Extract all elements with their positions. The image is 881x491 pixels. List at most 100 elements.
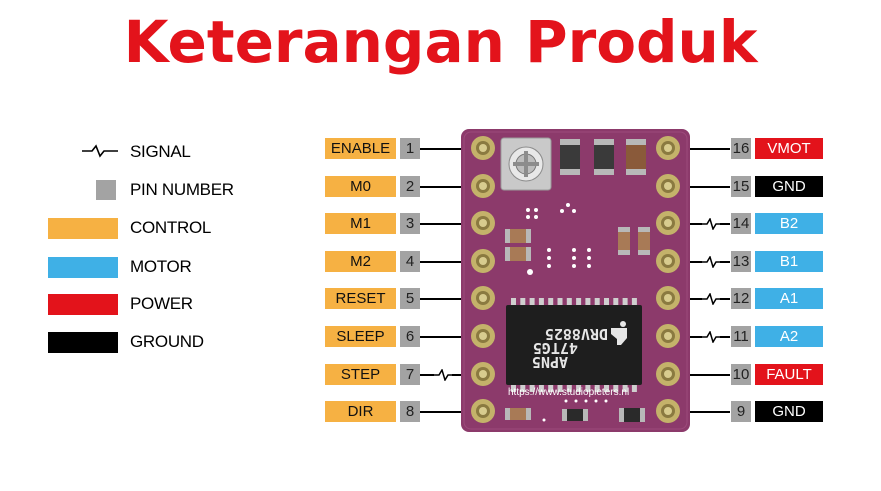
signal-icon: [702, 218, 720, 230]
ti-logo-icon: [611, 321, 627, 345]
legend-label-signal: SIGNAL: [130, 142, 191, 161]
chip-leg: [631, 385, 637, 392]
chip-leg: [566, 298, 572, 305]
pin-lead-line: [420, 374, 434, 376]
board-pad: [656, 362, 680, 386]
legend-label-ground: GROUND: [130, 332, 204, 351]
bottom-components: [505, 399, 645, 422]
pin-number: 1: [400, 138, 420, 159]
drv8825-chip: DRV8825 47TG5 APN5: [506, 305, 642, 385]
pin-lead-line: [420, 261, 472, 263]
board-pad: [471, 211, 495, 235]
chip-leg: [548, 298, 554, 305]
pin-label-step: STEP: [325, 364, 396, 385]
chip-leg: [520, 298, 526, 305]
pin-lead-line: [720, 261, 730, 263]
pin-lead-line: [720, 298, 730, 300]
board-pad: [656, 324, 680, 348]
pin-label-sleep: SLEEP: [325, 326, 396, 347]
pin-lead-line: [420, 336, 472, 338]
chip-leg: [538, 385, 544, 392]
board-url: https://www.studiopieters.nl: [508, 387, 629, 398]
signal-icon: [702, 256, 720, 268]
pin-lead-line: [680, 374, 730, 376]
vias: [526, 203, 591, 275]
chip-leg: [529, 298, 535, 305]
pin-label-reset: RESET: [325, 288, 396, 309]
signal-icon: [434, 369, 452, 381]
board-pad: [656, 399, 680, 423]
board-pad: [471, 136, 495, 160]
chip-leg: [548, 385, 554, 392]
chip-leg: [520, 385, 526, 392]
page-title: Keterangan Produk: [123, 8, 758, 76]
legend-label-power: POWER: [130, 294, 193, 313]
pin-number: 4: [400, 251, 420, 272]
chip-leg: [622, 385, 628, 392]
pin-label-vmot: VMOT: [755, 138, 823, 159]
chip-leg: [594, 385, 600, 392]
pin-label-a1: A1: [755, 288, 823, 309]
pin-lead-line: [720, 336, 730, 338]
pin-lead-line: [680, 411, 730, 413]
chip-leg: [529, 385, 535, 392]
legend-swatch-pin-number: [96, 180, 116, 200]
chip-leg: [613, 385, 619, 392]
mid-resistors: [505, 227, 650, 261]
pin-label-b2: B2: [755, 213, 823, 234]
chip-leg: [622, 298, 628, 305]
pin-lead-line: [420, 298, 472, 300]
pin-label-gnd: GND: [755, 401, 823, 422]
pin-label-dir: DIR: [325, 401, 396, 422]
potentiometer: [500, 137, 552, 191]
pin-number: 8: [400, 401, 420, 422]
pin-number: 16: [731, 138, 751, 159]
legend-label-motor: MOTOR: [130, 257, 192, 276]
pin-number: 9: [731, 401, 751, 422]
chip-text-line3: APN5: [532, 353, 568, 371]
chip-leg: [604, 385, 609, 392]
board-pad: [656, 249, 680, 273]
signal-icon: [82, 144, 118, 158]
pin-lead-line: [420, 223, 472, 225]
left-pads: [471, 136, 495, 423]
pin-number: 12: [731, 288, 751, 309]
board-pad: [471, 249, 495, 273]
pin-number: 3: [400, 213, 420, 234]
pin-number: 10: [731, 364, 751, 385]
board-pad: [471, 362, 495, 386]
pin-label-m1: M1: [325, 213, 396, 234]
pin-lead-line: [680, 336, 702, 338]
chip-leg: [613, 298, 619, 305]
legend-swatch-motor: [48, 257, 118, 278]
pin-label-m2: M2: [325, 251, 396, 272]
pin-lead-line: [420, 411, 472, 413]
board-pad: [471, 324, 495, 348]
pin-lead-line: [680, 261, 702, 263]
pin-lead-line: [680, 298, 702, 300]
chip-leg: [576, 298, 582, 305]
pin-number: 6: [400, 326, 420, 347]
pin-number: 2: [400, 176, 420, 197]
chip-leg: [511, 298, 516, 305]
right-pads: [656, 136, 680, 423]
board-pad: [656, 211, 680, 235]
chip-leg: [585, 385, 591, 392]
pin-number: 13: [731, 251, 751, 272]
board-pad: [656, 136, 680, 160]
pin-number: 5: [400, 288, 420, 309]
pin-lead-line: [680, 223, 702, 225]
pin-label-gnd: GND: [755, 176, 823, 197]
legend-label-control: CONTROL: [130, 218, 212, 237]
pin-lead-line: [420, 186, 472, 188]
pin-number: 7: [400, 364, 420, 385]
signal-icon: [702, 293, 720, 305]
legend-swatch-power: [48, 294, 118, 315]
pin-label-a2: A2: [755, 326, 823, 347]
board-pad: [471, 286, 495, 310]
signal-icon: [702, 331, 720, 343]
pin-lead-line: [680, 186, 730, 188]
drv8825-board: DRV8825 47TG5 APN5 https://www.studiopie…: [461, 129, 690, 432]
legend-label-pin-number: PIN NUMBER: [130, 180, 234, 199]
chip-leg: [557, 385, 563, 392]
